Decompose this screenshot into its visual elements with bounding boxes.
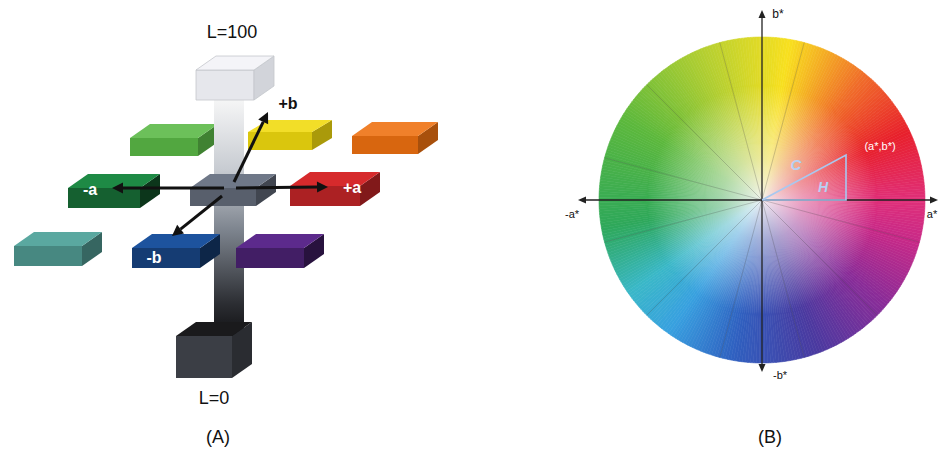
axis-label: a* — [927, 209, 937, 220]
wheel-spoke — [720, 43, 762, 200]
wheel-spoke — [720, 200, 762, 357]
axis-label: b* — [772, 8, 783, 20]
slab-top — [130, 124, 218, 138]
slab-top — [176, 322, 252, 336]
wheel-spoke — [762, 200, 919, 242]
arrow-line — [181, 196, 222, 229]
color-slab: L=100 — [196, 56, 274, 100]
arrow-head — [930, 197, 938, 204]
slab-top — [248, 120, 332, 132]
axis-label: -a* — [565, 209, 579, 220]
slab-front — [130, 138, 198, 156]
wheel-spoke — [605, 158, 762, 200]
axis-direction-label: -b — [146, 250, 161, 266]
color-slab: L=0 — [176, 322, 252, 378]
slab-front — [176, 336, 232, 378]
arrow-head — [759, 10, 766, 18]
slab-front — [68, 188, 140, 208]
axis-direction-label: -a — [83, 182, 97, 198]
arrow-head — [759, 364, 766, 372]
slab-top — [236, 234, 324, 248]
hue-label: H — [818, 180, 828, 194]
slab-top — [290, 172, 380, 186]
neutral-slab — [190, 174, 276, 206]
color-slabs — [14, 232, 324, 268]
axis-direction-label: +a — [343, 180, 361, 196]
chroma-label: C — [791, 157, 802, 172]
point-label: (a*,b*) — [864, 141, 895, 152]
slab-top — [68, 174, 160, 188]
slab-front — [352, 136, 418, 154]
slab-front — [196, 70, 254, 100]
slab-shape — [176, 322, 252, 378]
slab-shape — [290, 172, 380, 206]
slab-shape — [68, 174, 160, 208]
color-slab: +a — [290, 172, 380, 206]
arrow-line — [761, 18, 762, 364]
slab-front — [14, 246, 82, 266]
arrow-line — [234, 122, 263, 182]
slab-shape — [196, 56, 274, 100]
wheel-spoke — [647, 85, 762, 200]
arrow-line — [586, 199, 930, 200]
panel-label: (A) — [206, 428, 230, 446]
slab-top — [352, 122, 438, 136]
axis-direction-label: +b — [278, 96, 297, 112]
slab-front — [132, 248, 200, 268]
arrow-head — [578, 197, 586, 204]
panel-label: (B) — [758, 428, 782, 446]
wheel-spoke — [762, 43, 804, 200]
chroma-hue-triangle — [762, 155, 846, 200]
slab-top — [14, 232, 102, 246]
slab-front — [236, 248, 304, 268]
wheel-spoke — [647, 200, 762, 315]
slab-front — [190, 188, 256, 206]
wheel-spoke — [762, 200, 804, 357]
axis-label: -b* — [773, 370, 787, 381]
slab-shape — [132, 234, 220, 268]
color-slab: -b — [132, 234, 220, 268]
lightness-column — [214, 96, 244, 340]
axis-direction-label: L=100 — [207, 23, 258, 41]
slab-front — [248, 132, 312, 150]
arrow-line — [123, 187, 224, 190]
arrow-head — [258, 112, 268, 124]
slab-top — [196, 56, 274, 70]
slab-top — [132, 234, 220, 248]
wheel-spoke — [762, 200, 877, 315]
wheel-spoke — [605, 200, 762, 242]
axis-direction-label: L=0 — [199, 389, 230, 407]
color-slab: -a — [68, 174, 160, 208]
